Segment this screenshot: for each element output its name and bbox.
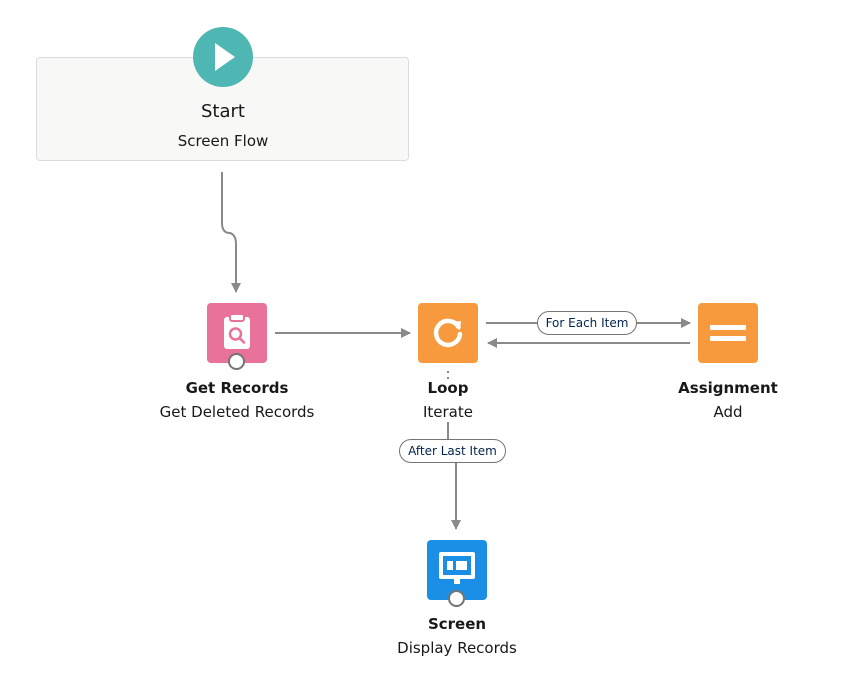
loop-node-type: Loop [427,379,469,397]
edge-start-to-get-records[interactable] [221,172,241,293]
play-icon [215,43,235,71]
get-records-node-label: Get Deleted Records [159,403,315,421]
assignment-icon [710,325,746,341]
for-each-item-badge[interactable]: For Each Item [537,311,637,335]
start-node-title: Start [201,101,245,122]
screen-icon [439,552,475,584]
assignment-node[interactable] [698,303,758,363]
screen-node-type: Screen [427,615,487,633]
get-records-connector[interactable] [228,353,245,370]
assignment-node-type: Assignment [678,379,778,397]
start-node-subtitle: Screen Flow [177,132,269,150]
get-records-icon [224,313,250,349]
loop-node-label: Iterate [422,403,473,421]
screen-node-label: Display Records [397,639,517,657]
screen-connector[interactable] [448,590,465,607]
loop-icon [433,318,463,348]
start-node-icon-circle[interactable] [193,27,253,87]
get-records-node-type: Get Records [185,379,289,397]
assignment-node-label: Add [713,403,743,421]
after-last-item-badge[interactable]: After Last Item [399,439,506,463]
loop-node[interactable] [418,303,478,363]
